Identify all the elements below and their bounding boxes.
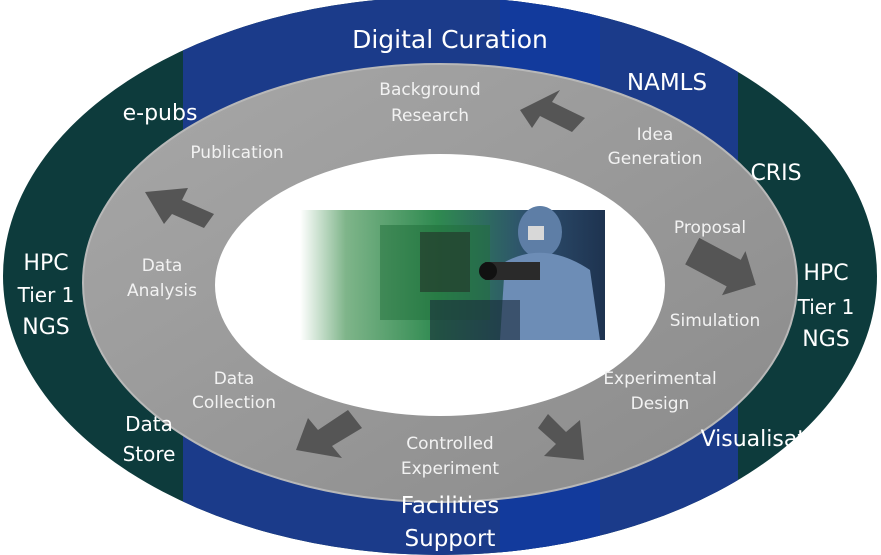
- cycle-arrows: [145, 90, 756, 460]
- label-e-pubs: e-pubs: [123, 101, 198, 126]
- arrow-design-to-experiment: [538, 414, 584, 460]
- label-digital-curation: Digital Curation: [352, 25, 548, 54]
- label-data-store-line-1: Data: [125, 412, 173, 436]
- label-cris: CRIS: [750, 161, 801, 186]
- label-facilities-line-1: Facilities: [401, 493, 500, 519]
- stage-proposal: Proposal: [674, 218, 746, 238]
- scientist-with-equipment-photo: [300, 206, 605, 340]
- label-hpc-right-line-3: NGS: [802, 327, 849, 352]
- arrow-research-to-idea: [520, 90, 585, 132]
- stage-simulation: Simulation: [670, 311, 761, 331]
- stage-data-analysis-line-1: Data: [142, 256, 183, 276]
- outer-ring-labels: Digital Curation NAMLS CRIS HPC Tier 1 N…: [17, 25, 855, 552]
- stage-controlled-experiment-line-2: Experiment: [401, 459, 500, 479]
- label-hpc-right-line-2: Tier 1: [797, 295, 855, 319]
- stage-data-analysis-line-2: Analysis: [127, 281, 197, 301]
- inner-ring-highlight: [82, 63, 798, 503]
- arrow-proposal-to-simulation: [685, 237, 756, 296]
- arrow-publication-to-research: [145, 188, 214, 228]
- stage-background-research-line-2: Research: [391, 106, 469, 126]
- label-hpc-left-line-1: HPC: [23, 251, 68, 276]
- stage-experimental-design-line-2: Design: [631, 394, 690, 414]
- label-facilities-line-2: Support: [405, 526, 496, 552]
- stage-data-collection-line-1: Data: [214, 369, 255, 389]
- arrow-experiment-to-collection: [296, 410, 362, 458]
- stage-controlled-experiment-line-1: Controlled: [406, 434, 493, 454]
- stage-background-research-line-1: Background: [379, 80, 480, 100]
- label-hpc-left-line-2: Tier 1: [17, 283, 75, 307]
- label-hpc-right-line-1: HPC: [803, 261, 848, 286]
- stage-publication: Publication: [190, 143, 283, 163]
- label-data-store-line-2: Store: [123, 442, 176, 466]
- label-hpc-left-line-3: NGS: [22, 315, 69, 340]
- stage-idea-generation-line-1: Idea: [637, 125, 674, 145]
- label-visualisation: Visualisation: [701, 427, 840, 452]
- stage-idea-generation-line-2: Generation: [608, 149, 703, 169]
- stage-data-collection-line-2: Collection: [192, 393, 276, 413]
- label-namls: NAMLS: [627, 70, 707, 96]
- inner-ring-labels: Background Research Idea Generation Prop…: [127, 80, 760, 479]
- stage-experimental-design-line-1: Experimental: [603, 369, 716, 389]
